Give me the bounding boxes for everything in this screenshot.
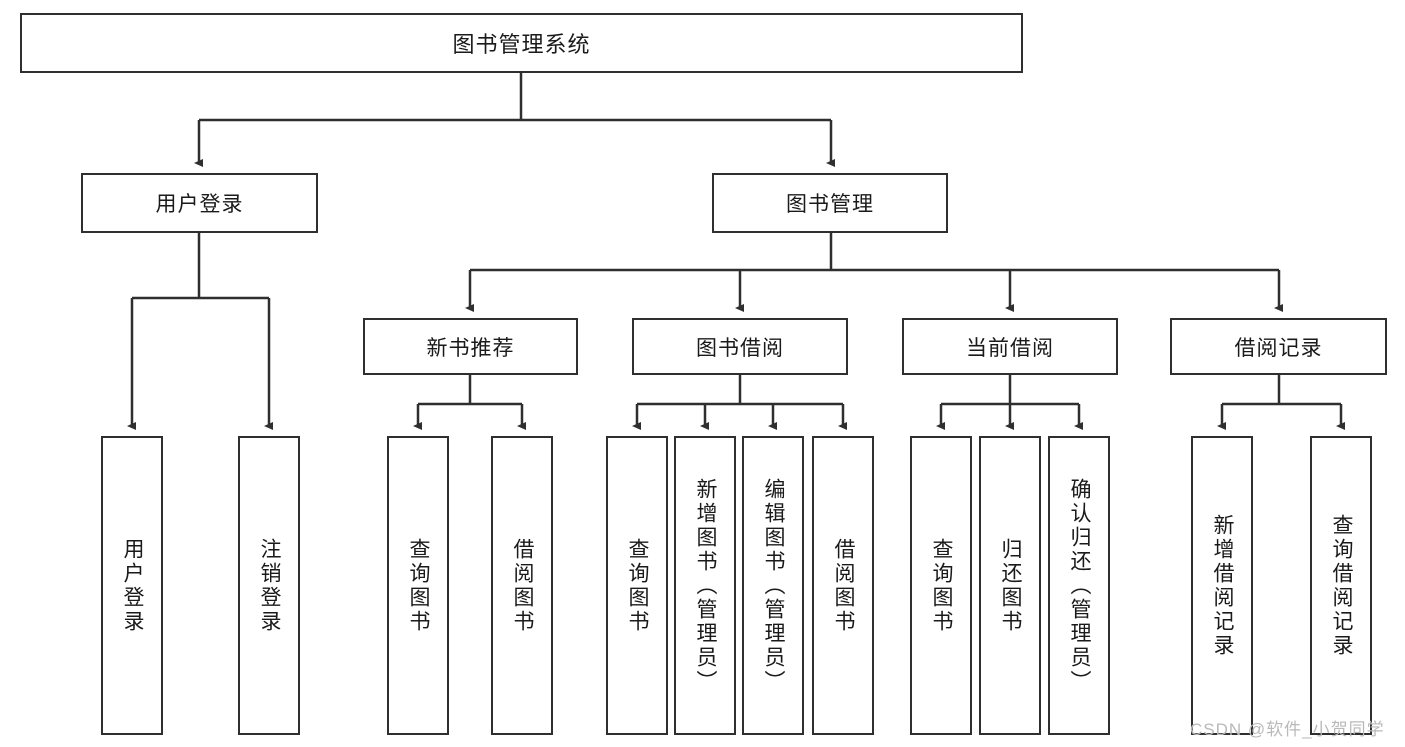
leaf-borrow-book-1[interactable]: 借阅图书 [491,436,553,735]
node-book-borrow[interactable]: 图书借阅 [632,318,848,375]
node-book-manage[interactable]: 图书管理 [712,173,948,233]
leaf-label: 查询图书 [626,537,650,634]
node-new-book-recommend[interactable]: 新书推荐 [363,318,578,375]
leaf-label: 查询图书 [930,537,954,634]
leaf-label: 新增图书（管理员） [694,477,718,694]
leaf-label: 查询借阅记录 [1330,513,1354,658]
leaf-label: 归还图书 [999,537,1023,634]
leaf-query-record[interactable]: 查询借阅记录 [1310,436,1372,735]
leaf-label: 用户登录 [121,537,145,634]
leaf-label: 借阅图书 [511,537,535,634]
leaf-query-book-3[interactable]: 查询图书 [910,436,972,735]
leaf-borrow-book-2[interactable]: 借阅图书 [812,436,874,735]
node-borrow-record[interactable]: 借阅记录 [1170,318,1387,375]
leaf-add-record[interactable]: 新增借阅记录 [1191,436,1253,735]
leaf-add-book[interactable]: 新增图书（管理员） [674,436,736,735]
leaf-logout[interactable]: 注销登录 [238,436,300,735]
leaf-edit-book[interactable]: 编辑图书（管理员） [742,436,804,735]
node-current-borrow[interactable]: 当前借阅 [902,318,1118,375]
node-user-login[interactable]: 用户登录 [81,173,318,233]
leaf-label: 借阅图书 [832,537,856,634]
node-root-system[interactable]: 图书管理系统 [20,13,1023,73]
leaf-query-book-2[interactable]: 查询图书 [606,436,668,735]
leaf-label: 编辑图书（管理员） [762,477,786,694]
leaf-label: 新增借阅记录 [1211,513,1235,658]
watermark-label: CSDN @软件_小贺同学 [1190,720,1385,739]
leaf-user-login[interactable]: 用户登录 [101,436,163,735]
leaf-confirm-return[interactable]: 确认归还（管理员） [1048,436,1110,735]
leaf-return-book[interactable]: 归还图书 [979,436,1041,735]
leaf-label: 查询图书 [407,537,431,634]
leaf-label: 注销登录 [258,537,282,634]
leaf-query-book-1[interactable]: 查询图书 [387,436,449,735]
leaf-label: 确认归还（管理员） [1068,477,1092,694]
